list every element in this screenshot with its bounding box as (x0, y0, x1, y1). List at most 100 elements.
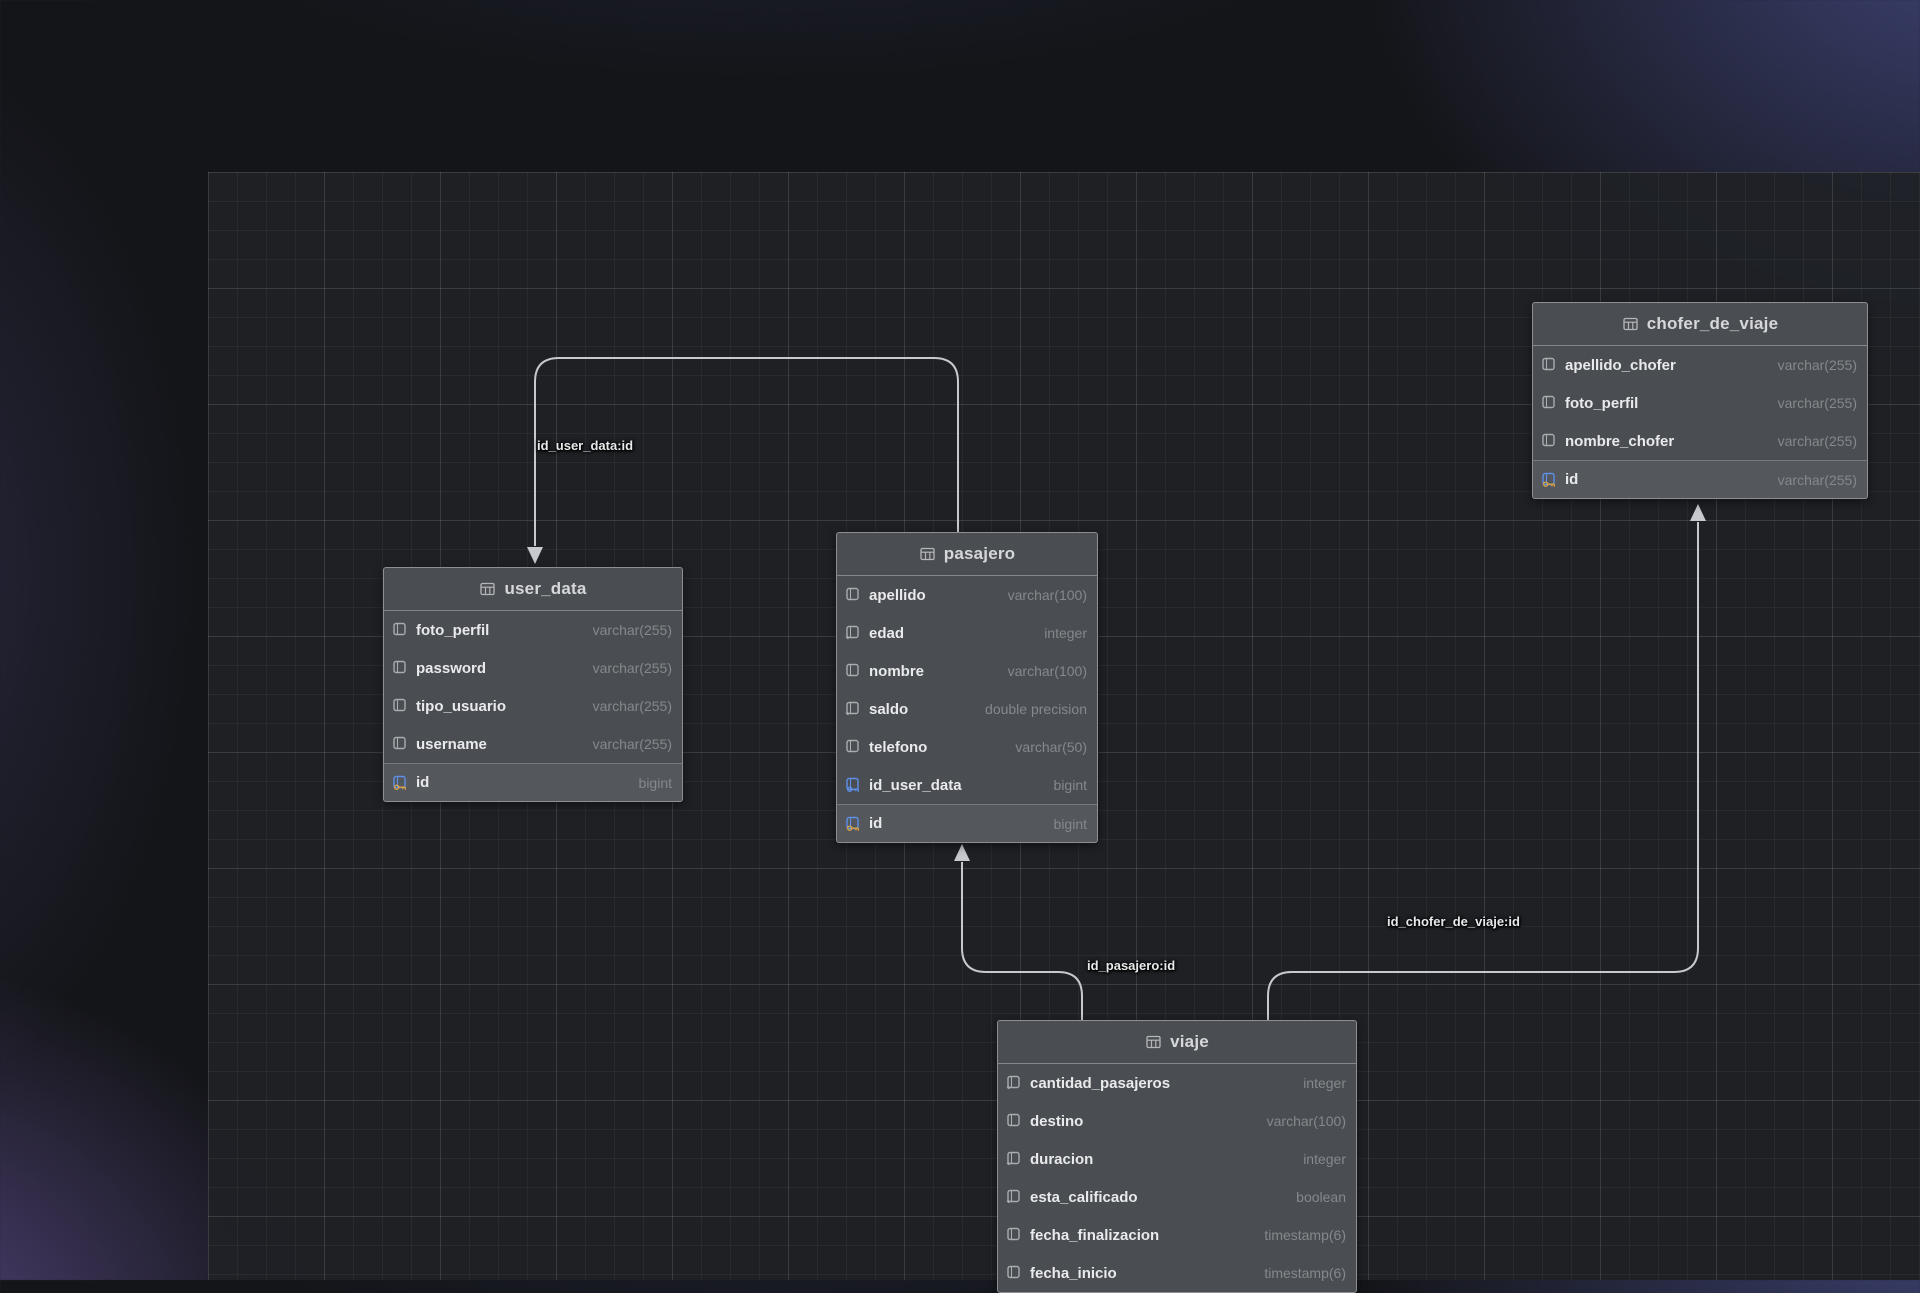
relation-line[interactable] (1267, 522, 1699, 1020)
numeric-column-icon (845, 701, 862, 717)
field-type: varchar(100) (1266, 1113, 1346, 1129)
field-name: telefono (869, 738, 928, 756)
relation-label: id_chofer_de_viaje:id (1387, 914, 1520, 929)
field-name: saldo (869, 700, 909, 718)
relation-line[interactable] (961, 862, 1083, 1020)
table-header[interactable]: viaje (998, 1021, 1356, 1064)
table-icon (1622, 316, 1639, 332)
field-type: bigint (638, 774, 672, 791)
field-type: integer (1044, 625, 1087, 641)
field-name: fecha_finalizacion (1030, 1226, 1160, 1244)
field-name: password (416, 659, 487, 677)
table-header[interactable]: pasajero (837, 533, 1097, 576)
table-header[interactable]: user_data (384, 568, 682, 611)
column-icon (392, 660, 409, 676)
field-name: foto_perfil (416, 621, 490, 639)
column-icon (1006, 1265, 1023, 1281)
field-name: id (1565, 471, 1579, 488)
column-icon (1541, 357, 1558, 373)
table-title: pasajero (943, 544, 1016, 563)
table-row[interactable]: id bigint (837, 804, 1097, 842)
table-row[interactable]: password varchar(255) (384, 649, 682, 687)
field-type: integer (1303, 1151, 1346, 1167)
table-row[interactable]: apellido varchar(100) (837, 576, 1097, 614)
table-title: user_data (504, 579, 587, 598)
table-row[interactable]: id bigint (384, 763, 682, 801)
field-type: varchar(100) (1007, 663, 1087, 679)
table-pasajero[interactable]: pasajero apellido varchar(100) edad integer n… (836, 532, 1098, 843)
table-row[interactable]: apellido_chofer varchar(255) (1533, 346, 1867, 384)
field-type: varchar(255) (592, 660, 672, 676)
numeric-column-icon (845, 625, 862, 641)
field-type: varchar(255) (1777, 433, 1857, 449)
numeric-column-icon (1006, 1151, 1023, 1167)
foreign-key-icon (845, 777, 862, 793)
field-name: nombre_chofer (1565, 432, 1675, 450)
relation-label: id_pasajero:id (1087, 958, 1176, 973)
primary-key-icon (845, 816, 862, 832)
field-type: varchar(100) (1007, 587, 1087, 603)
field-name: id_user_data (869, 776, 962, 794)
field-name: username (416, 735, 487, 753)
field-name: edad (869, 624, 905, 642)
table-row[interactable]: username varchar(255) (384, 725, 682, 763)
table-row[interactable]: id varchar(255) (1533, 460, 1867, 498)
column-icon (1006, 1113, 1023, 1129)
table-row[interactable]: destino varchar(100) (998, 1102, 1356, 1140)
field-type: varchar(255) (1777, 471, 1857, 488)
field-type: timestamp(6) (1264, 1265, 1346, 1281)
table-icon (479, 581, 496, 597)
table-row[interactable]: foto_perfil varchar(255) (384, 611, 682, 649)
field-type: varchar(255) (592, 736, 672, 752)
table-row[interactable]: tipo_usuario varchar(255) (384, 687, 682, 725)
numeric-column-icon (1006, 1189, 1023, 1205)
relation-line[interactable] (534, 357, 959, 546)
column-icon (845, 739, 862, 755)
column-icon (845, 587, 862, 603)
column-icon (1541, 433, 1558, 449)
table-icon (1145, 1034, 1162, 1050)
table-chofer_de_viaje[interactable]: chofer_de_viaje apellido_chofer varchar(25… (1532, 302, 1868, 499)
field-type: double precision (985, 701, 1087, 717)
field-name: apellido_chofer (1565, 356, 1676, 374)
table-title: chofer_de_viaje (1646, 314, 1779, 333)
field-type: varchar(255) (592, 698, 672, 714)
field-name: id (869, 815, 883, 832)
field-type: bigint (1053, 777, 1087, 793)
table-row[interactable]: nombre varchar(100) (837, 652, 1097, 690)
field-type: varchar(255) (1777, 357, 1857, 373)
field-type: bigint (1053, 815, 1087, 832)
column-icon (1006, 1227, 1023, 1243)
field-type: timestamp(6) (1264, 1227, 1346, 1243)
field-name: nombre (869, 662, 925, 680)
field-name: destino (1030, 1112, 1084, 1130)
table-row[interactable]: id_user_data bigint (837, 766, 1097, 804)
field-type: varchar(255) (592, 622, 672, 638)
numeric-column-icon (1006, 1075, 1023, 1091)
primary-key-icon (1541, 472, 1558, 488)
column-icon (392, 698, 409, 714)
table-row[interactable]: saldo double precision (837, 690, 1097, 728)
field-name: esta_calificado (1030, 1188, 1138, 1206)
field-name: cantidad_pasajeros (1030, 1074, 1171, 1092)
table-row[interactable]: fecha_finalizacion timestamp(6) (998, 1216, 1356, 1254)
table-row[interactable]: edad integer (837, 614, 1097, 652)
table-icon (919, 546, 936, 562)
table-title: viaje (1170, 1032, 1209, 1051)
field-name: id (416, 774, 430, 791)
column-icon (845, 663, 862, 679)
field-name: apellido (869, 586, 926, 604)
column-icon (392, 622, 409, 638)
field-name: tipo_usuario (416, 697, 507, 715)
relation-label: id_user_data:id (537, 438, 634, 453)
table-header[interactable]: chofer_de_viaje (1533, 303, 1867, 346)
table-row[interactable]: nombre_chofer varchar(255) (1533, 422, 1867, 460)
